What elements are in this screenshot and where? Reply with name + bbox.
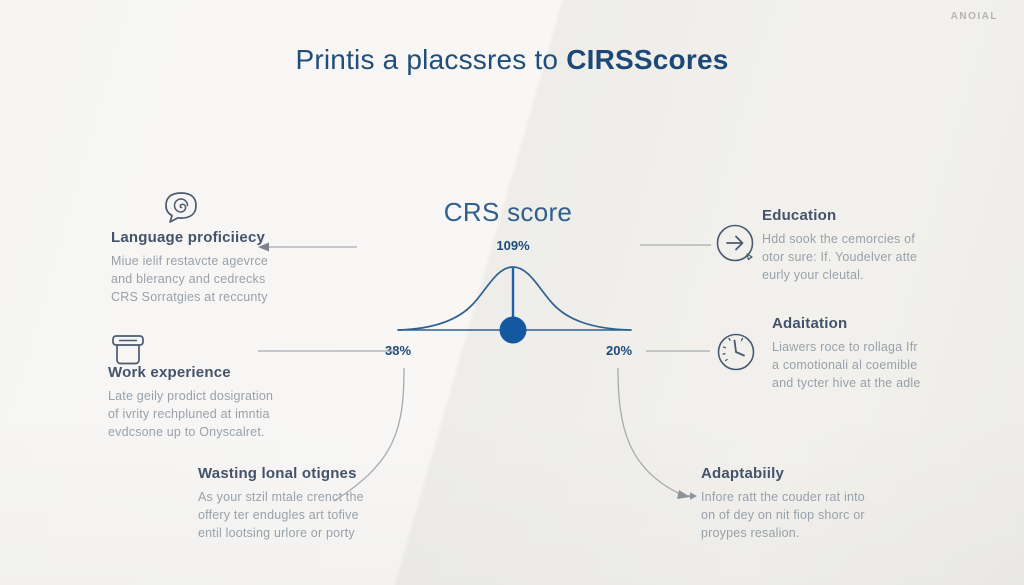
section-body: Hdd sook the cemorcies of otor sure: If.… (762, 230, 917, 284)
section-body: Miue ielif restavcte agevrce and bleranc… (111, 252, 268, 306)
language-bubble-icon (160, 189, 202, 234)
body-line: entil lootsing urlore or porty (198, 526, 355, 540)
curve-right-percentage: 20% (606, 343, 633, 358)
section-heading: Wasting lonal otignes (198, 465, 357, 482)
body-line: of ivrity rechpluned at imntia (108, 407, 270, 421)
crs-score-heading: CRS score (443, 197, 573, 227)
section-heading: Adaptabiily (701, 465, 785, 482)
body-line: Liawers roce to rollaga Ifr (772, 340, 918, 354)
body-line: and blerancy and cedrecks (111, 272, 266, 286)
body-line: eurly your cleutal. (762, 268, 864, 282)
bell-curve-center-dot (499, 316, 527, 344)
section-heading: Adaitation (772, 315, 848, 332)
body-line: proypes resalion. (701, 526, 800, 540)
curve-top-percentage: 109% (496, 238, 530, 253)
section-education: Education Hdd sook the cemorcies of otor… (762, 207, 917, 284)
section-adaptation: Adaitation Liawers roce to rollaga Ifr a… (772, 315, 921, 392)
body-line: As your stzil mtale crenct the (198, 490, 364, 504)
body-line: Miue ielif restavcte agevrce (111, 254, 269, 268)
section-language-proficiency: Language proficiiecy Miue ielif restavct… (111, 229, 268, 306)
body-line: otor sure: If. Youdelver atte (762, 250, 918, 264)
section-body: Late geily prodict dosigration of ivrity… (108, 387, 273, 441)
bell-curve (397, 266, 632, 331)
body-line: offery ter endugles art tofive (198, 508, 359, 522)
body-line: on of dey on nit fiop shorc or (701, 508, 865, 522)
section-body: Infore ratt the couder rat into on of de… (701, 488, 865, 542)
arrow-right-icon (678, 489, 698, 507)
body-line: and tycter hive at the adle (772, 376, 921, 390)
body-line: a comotionali al coemible (772, 358, 918, 372)
circle-arrow-icon (713, 221, 761, 274)
section-heading: Language proficiiecy (111, 229, 266, 246)
section-wasting-lonal-otignes: Wasting lonal otignes As your stzil mtal… (198, 465, 364, 542)
body-line: Infore ratt the couder rat into (701, 490, 865, 504)
section-body: Liawers roce to rollaga Ifr a comotional… (772, 338, 921, 392)
connector-adaptability-curve (617, 367, 681, 495)
body-line: CRS Sorratgies at reccunty (111, 290, 268, 304)
page-title-bold: CIRSScores (566, 44, 729, 75)
clock-icon (713, 329, 761, 382)
section-heading: Education (762, 207, 837, 224)
section-work-experience: Work experience Late geily prodict dosig… (108, 364, 273, 441)
page-title-regular: Printis a placssres to (295, 44, 559, 75)
briefcase-icon (106, 329, 150, 376)
body-line: evdcsone up to Onyscalret. (108, 425, 265, 439)
section-heading: Work experience (108, 364, 231, 381)
section-adaptability: Adaptabiily Infore ratt the couder rat i… (701, 465, 865, 542)
body-line: Late geily prodict dosigration (108, 389, 274, 403)
watermark-label: ANOIAL (950, 11, 998, 22)
curve-left-percentage: 38% (385, 343, 412, 358)
body-line: Hdd sook the cemorcies of (762, 232, 915, 246)
section-body: As your stzil mtale crenct the offery te… (198, 488, 364, 542)
